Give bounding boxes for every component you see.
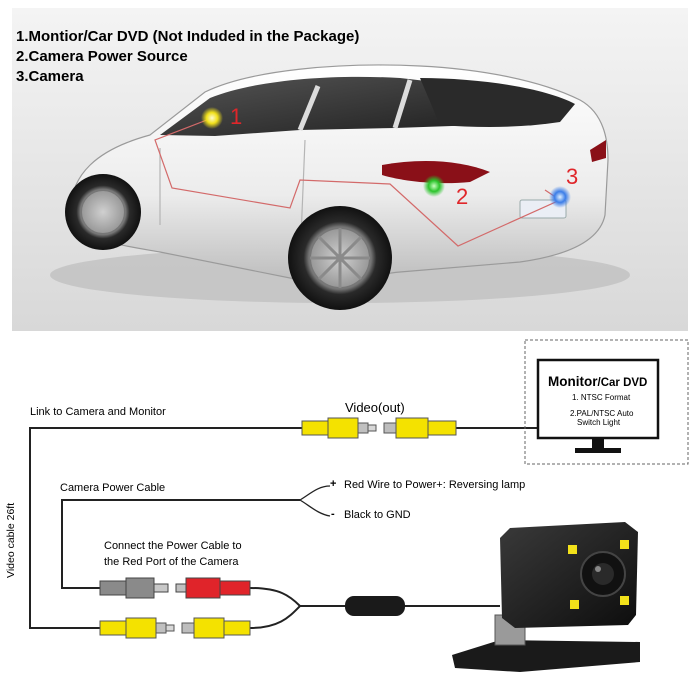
cable-junction-box (345, 596, 405, 616)
marker-3: 3 (566, 164, 578, 189)
video-cable-path (29, 427, 302, 629)
monitor-note-1: 1. NTSC Format (572, 393, 631, 402)
car-wiring-route (154, 117, 562, 247)
red-wire-sign: + (330, 478, 337, 490)
rear-window (420, 78, 575, 127)
b-pillar (297, 85, 321, 131)
monitor-neck (592, 438, 604, 448)
yellow-video-port (181, 622, 195, 634)
red-power-port (175, 583, 187, 593)
rear-camera (452, 522, 640, 672)
car-photo: 1 2 3 (12, 8, 688, 331)
red-wire-label: Red Wire to Power+: Reversing lamp (344, 479, 526, 491)
rca-yellow-female-tip (383, 422, 397, 434)
front-wheel (65, 174, 141, 250)
camera-led-3 (570, 600, 579, 609)
power-split-wires (299, 485, 331, 517)
camera-led-2 (620, 540, 629, 549)
gray-power-plug (99, 580, 127, 596)
legend-item-2: 2.Camera Power Source (16, 48, 188, 65)
video-out-connectors (301, 417, 457, 439)
camera-merge-wires (249, 587, 500, 629)
monitor-panel (524, 339, 689, 465)
marker-1: 1 (230, 104, 242, 129)
wiring-diagram (29, 427, 540, 629)
camera-mount-base (452, 640, 640, 672)
monitor-title-main: Monitor (548, 374, 598, 389)
monitor-dashed-border (524, 339, 689, 465)
connect-label-line2: the Red Port of the Camera (104, 556, 239, 568)
power-cable-label: Camera Power Cable (60, 482, 166, 494)
monitor-title: Monitor/Car DVD (548, 374, 647, 389)
yellow-video-plug (99, 620, 127, 636)
monitor-stand (575, 448, 621, 453)
monitor-marker-dot (201, 107, 223, 129)
camera-led-1 (568, 545, 577, 554)
monitor-note-2-line1: 2.PAL/NTSC Auto (570, 409, 634, 418)
power-cable-path (61, 499, 300, 589)
legend-item-3: 3.Camera (16, 68, 84, 85)
link-label: Link to Camera and Monitor (30, 406, 166, 418)
black-wire-sign: - (331, 508, 335, 520)
tail-light-right (590, 140, 606, 162)
rca-yellow-male-body (301, 420, 329, 436)
power-marker-dot (423, 175, 445, 197)
camera-led-4 (620, 596, 629, 605)
camera-side-connectors (99, 577, 405, 639)
legend-item-1: 1.Montior/Car DVD (Not Induded in the Pa… (16, 28, 360, 45)
monitor-note-2-line2: Switch Light (577, 418, 621, 427)
video-out-label: Video(out) (345, 400, 405, 415)
c-pillar (392, 79, 413, 129)
monitor-screen (536, 358, 660, 440)
marker-2: 2 (456, 184, 468, 209)
tail-light-left (382, 160, 490, 184)
camera-body (500, 522, 638, 628)
connect-label-line1: Connect the Power Cable to (104, 540, 242, 552)
black-wire-label: Black to GND (344, 509, 411, 521)
video-cable-label: Video cable 26ft (5, 502, 17, 578)
camera-marker-dot (549, 186, 571, 208)
rca-yellow-female-body (395, 417, 429, 439)
monitor-title-suffix: /Car DVD (597, 377, 648, 389)
